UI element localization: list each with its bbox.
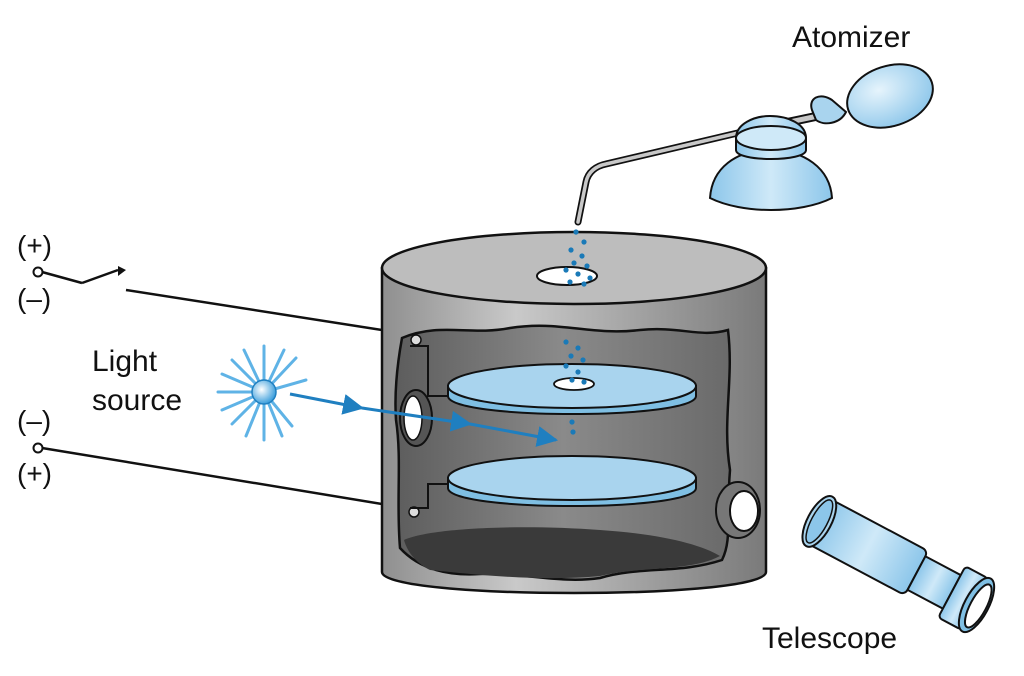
bottom-positive-terminal-label: (+) [17, 458, 52, 489]
top-negative-terminal-label: (–) [17, 283, 51, 314]
upper-plate [447, 363, 697, 415]
bottom-negative-terminal-label: (–) [17, 405, 51, 436]
telescope-lens [963, 583, 993, 629]
atomizer-label: Atomizer [792, 21, 910, 54]
top-wire-lead [41, 270, 83, 285]
oil-droplets [563, 229, 593, 435]
lower-plate [447, 455, 697, 507]
lid-hole [536, 266, 598, 286]
top-wire [125, 288, 383, 332]
telescope [801, 495, 996, 634]
atomizer-bulb [846, 63, 934, 129]
top-positive-terminal-label: (+) [17, 230, 52, 261]
switch-arm [81, 268, 119, 285]
light-source-label-line2: source [92, 384, 182, 417]
viewing-port [715, 481, 761, 539]
telescope-label: Telescope [762, 622, 897, 655]
wiring [41, 268, 383, 506]
switch-contact-icon [118, 266, 126, 276]
bottom-wire [41, 446, 383, 506]
screw-icon [410, 334, 422, 346]
light-beams [289, 392, 559, 447]
top-terminal [32, 266, 44, 278]
light-source-icon [216, 344, 308, 442]
bottom-terminal [32, 442, 44, 454]
light-source-label-line1: Light [92, 345, 158, 378]
chamber-floor-shadow [404, 527, 720, 579]
atomizer [574, 63, 934, 226]
